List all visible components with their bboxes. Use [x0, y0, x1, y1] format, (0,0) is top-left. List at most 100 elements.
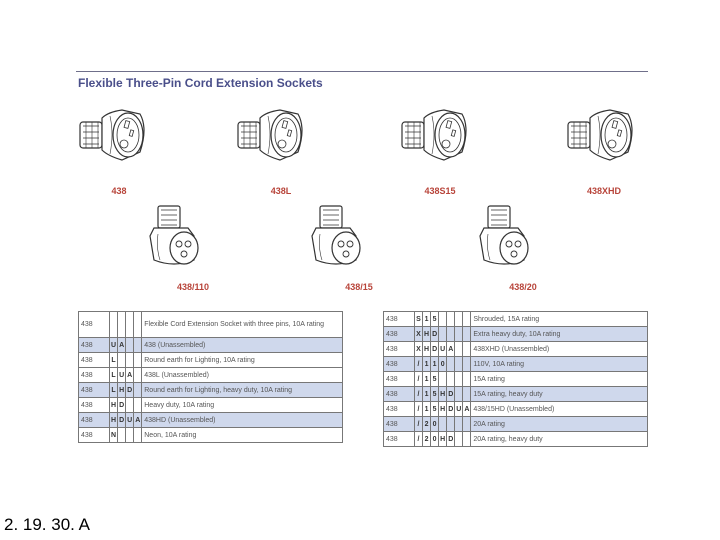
suffix-code-cell: D [430, 341, 440, 357]
part-number-cell: 438 [383, 371, 415, 387]
suffix-code-cell [117, 311, 127, 338]
suffix-code-cell: U [117, 367, 127, 383]
suffix-code-cell [454, 326, 464, 342]
suffix-code-cell: L [108, 382, 119, 398]
suffix-code-cell [446, 326, 456, 342]
suffix-code-cell: / [414, 416, 423, 432]
suffix-code-cell: D [117, 412, 127, 428]
suffix-code-cell [462, 341, 472, 357]
suffix-code-cell [438, 416, 448, 432]
suffix-code-cell: H [117, 382, 127, 398]
description-cell: 110V, 10A rating [470, 356, 648, 372]
suffix-code-cell: U [108, 337, 119, 353]
suffix-code-cell [446, 356, 456, 372]
suffix-code-cell: 1 [421, 386, 432, 402]
suffix-code-cell [454, 386, 464, 402]
suffix-code-cell: X [414, 341, 423, 357]
part-number-cell: 438 [383, 416, 415, 432]
part-number-cell: 438 [78, 397, 110, 413]
socket-438S15-illustration [401, 109, 467, 161]
part-number-cell: 438 [383, 356, 415, 372]
suffix-code-cell [462, 386, 472, 402]
suffix-code-cell [133, 337, 143, 353]
suffix-code-cell: H [438, 401, 448, 417]
description-cell: Neon, 10A rating [141, 427, 343, 443]
suffix-code-cell: 1 [421, 401, 432, 417]
suffix-code-cell [446, 311, 456, 327]
product-code: 438L [270, 186, 292, 196]
socket-438XHD-illustration [567, 109, 633, 161]
suffix-code-cell: D [446, 386, 456, 402]
description-cell: 438HD (Unassembled) [141, 412, 343, 428]
suffix-code-cell: L [108, 352, 119, 368]
suffix-code-cell: 5 [430, 371, 440, 387]
suffix-code-cell: 2 [421, 416, 432, 432]
suffix-code-cell: H [421, 341, 432, 357]
suffix-code-cell: 0 [430, 431, 440, 447]
socket-438-20-illustration [479, 205, 529, 265]
suffix-code-cell: U [438, 341, 448, 357]
description-cell: Round earth for Lighting, 10A rating [141, 352, 343, 368]
part-number-cell: 438 [383, 431, 415, 447]
suffix-code-cell: 5 [430, 401, 440, 417]
description-cell: 15A rating [470, 371, 648, 387]
description-cell: 438L (Unassembled) [141, 367, 343, 383]
suffix-code-cell: L [108, 367, 119, 383]
suffix-code-cell: H [108, 412, 119, 428]
suffix-code-cell: D [430, 326, 440, 342]
suffix-code-cell: / [414, 386, 423, 402]
suffix-code-cell [446, 371, 456, 387]
socket-438-illustration [79, 109, 145, 161]
socket-438-15-illustration [311, 205, 361, 265]
suffix-code-cell: 1 [430, 356, 440, 372]
part-number-cell: 438 [78, 367, 110, 383]
product-code: 438/20 [509, 282, 537, 292]
description-cell: Heavy duty, 10A rating [141, 397, 343, 413]
part-number-cell: 438 [383, 401, 415, 417]
suffix-code-cell [117, 352, 127, 368]
description-cell: Flexible Cord Extension Socket with thre… [141, 311, 343, 338]
suffix-code-cell [133, 352, 143, 368]
suffix-code-cell [125, 337, 135, 353]
suffix-code-cell [462, 326, 472, 342]
suffix-code-cell: A [446, 341, 456, 357]
product-code: 438 [111, 186, 127, 196]
description-cell: Round earth for Lighting, heavy duty, 10… [141, 382, 343, 398]
suffix-code-cell [462, 311, 472, 327]
suffix-code-cell: / [414, 401, 423, 417]
suffix-code-cell [454, 356, 464, 372]
suffix-code-cell [454, 416, 464, 432]
product-code: 438XHD [586, 186, 622, 196]
suffix-code-cell: X [414, 326, 423, 342]
suffix-code-cell [454, 371, 464, 387]
socket-438-110-illustration [149, 205, 199, 265]
suffix-code-cell [133, 367, 143, 383]
suffix-code-cell [438, 371, 448, 387]
suffix-code-cell [454, 311, 464, 327]
part-number-cell: 438 [78, 337, 110, 353]
suffix-code-cell: D [125, 382, 135, 398]
suffix-code-cell: 5 [430, 386, 440, 402]
suffix-code-cell: U [125, 412, 135, 428]
suffix-code-cell: 0 [438, 356, 448, 372]
part-number-cell: 438 [383, 341, 415, 357]
suffix-code-cell: / [414, 431, 423, 447]
description-cell: Shrouded, 15A rating [470, 311, 648, 327]
suffix-code-cell [117, 427, 127, 443]
suffix-code-cell: H [108, 397, 119, 413]
part-number-cell: 438 [383, 386, 415, 402]
part-number-cell: 438 [78, 427, 110, 443]
